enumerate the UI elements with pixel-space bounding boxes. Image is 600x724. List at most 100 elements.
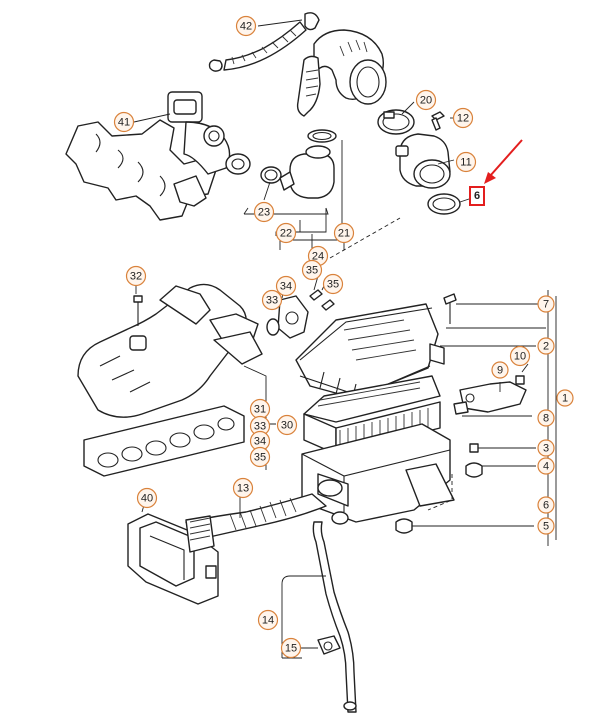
callout-number: 34	[280, 281, 292, 293]
callout-5: 5	[537, 517, 555, 535]
callout-circle	[509, 345, 531, 367]
callout-circle	[257, 609, 279, 631]
intake-hose-corrugated	[185, 493, 327, 553]
bolt	[431, 111, 445, 131]
callout-1: 1	[556, 389, 574, 407]
callout-circle	[113, 111, 135, 133]
callout-number: 1	[562, 393, 568, 405]
callout-circle	[232, 477, 254, 499]
callout-number: 35	[254, 452, 266, 464]
drain-hose	[312, 521, 357, 713]
callout-circle	[125, 265, 147, 287]
callout-circle	[537, 457, 555, 475]
callout-number: 24	[312, 251, 324, 263]
callout-6: 6	[537, 496, 555, 514]
clip	[331, 511, 349, 525]
callout-30: 30	[276, 414, 298, 436]
o-ring-seal	[427, 193, 461, 215]
mass-air-flow-sensor	[395, 133, 451, 189]
hose-clip	[317, 635, 341, 655]
callout-number: 33	[266, 295, 278, 307]
pressure-pipe-elbow	[279, 129, 337, 199]
callout-21: 21	[333, 222, 355, 244]
callout-9: 9	[491, 361, 509, 379]
callout-circle	[491, 361, 509, 379]
callout-circle	[537, 517, 555, 535]
callout-circle	[537, 439, 555, 457]
callout-circle	[235, 15, 257, 37]
callout-number: 35	[327, 279, 339, 291]
callout-34: 34	[275, 275, 297, 297]
callout-circle	[253, 201, 275, 223]
grommet	[395, 518, 413, 534]
callout-number: 32	[130, 271, 142, 283]
callout-22: 22	[275, 222, 297, 244]
callout-circle	[280, 637, 302, 659]
callout-number: 35	[306, 265, 318, 277]
callout-circle	[322, 273, 344, 295]
callout-number: 3	[543, 443, 549, 455]
callout-35: 35	[249, 446, 271, 468]
manifold-gasket	[83, 405, 245, 477]
callout-number: 6	[543, 500, 549, 512]
callout-number: 8	[543, 413, 549, 425]
callout-number: 10	[514, 351, 526, 363]
callout-24: 24	[307, 245, 329, 267]
callout-number: 41	[118, 117, 130, 129]
callout-circle	[275, 275, 297, 297]
callout-number: 20	[420, 95, 432, 107]
callout-7: 7	[537, 295, 555, 313]
callout-number: 22	[280, 228, 292, 240]
callout-circle	[452, 107, 474, 129]
callout-number: 9	[497, 365, 503, 377]
callout-circle	[276, 414, 298, 436]
callout-number: 11	[460, 157, 471, 169]
breather-hose	[208, 12, 320, 72]
callout-number: 15	[285, 643, 297, 655]
callout-circle	[249, 446, 271, 468]
callout-14: 14	[257, 609, 279, 631]
bolt	[443, 293, 457, 324]
bolt-and-grommet	[465, 443, 483, 478]
callout-number: 5	[543, 521, 549, 533]
callout-number: 4	[543, 461, 549, 473]
callout-35: 35	[301, 259, 323, 281]
highlighted-callout-label: 6	[474, 190, 480, 202]
callout-10: 10	[509, 345, 531, 367]
callout-number: 34	[254, 436, 266, 448]
callout-number: 21	[338, 228, 350, 240]
o-ring	[260, 166, 282, 184]
callout-circle	[556, 389, 574, 407]
callout-circle	[301, 259, 323, 281]
callout-42: 42	[235, 15, 257, 37]
callout-number: 7	[543, 299, 549, 311]
callout-number: 30	[281, 420, 293, 432]
air-filter-housing	[301, 423, 455, 523]
red-pointer-arrow	[484, 139, 523, 184]
callout-circle	[136, 487, 158, 509]
callout-40: 40	[136, 487, 158, 509]
callout-circle	[261, 289, 283, 311]
intake-manifold	[77, 283, 263, 418]
callout-number: 13	[237, 483, 249, 495]
callout-35: 35	[322, 273, 344, 295]
callout-20: 20	[415, 89, 437, 111]
callout-32: 32	[125, 265, 147, 287]
callout-3: 3	[537, 439, 555, 457]
callout-33: 33	[261, 289, 283, 311]
bolt	[133, 295, 143, 326]
callout-4: 4	[537, 457, 555, 475]
callout-circle	[537, 337, 555, 355]
callout-circle	[537, 295, 555, 313]
callout-34: 34	[249, 430, 271, 452]
callout-circle	[275, 222, 297, 244]
callout-15: 15	[280, 637, 302, 659]
callout-circle	[333, 222, 355, 244]
callout-number: 12	[457, 113, 469, 125]
callout-number: 23	[258, 207, 270, 219]
mounting-bracket	[453, 375, 527, 415]
callout-circle	[537, 496, 555, 514]
callout-number: 40	[141, 493, 153, 505]
callout-circle	[415, 89, 437, 111]
